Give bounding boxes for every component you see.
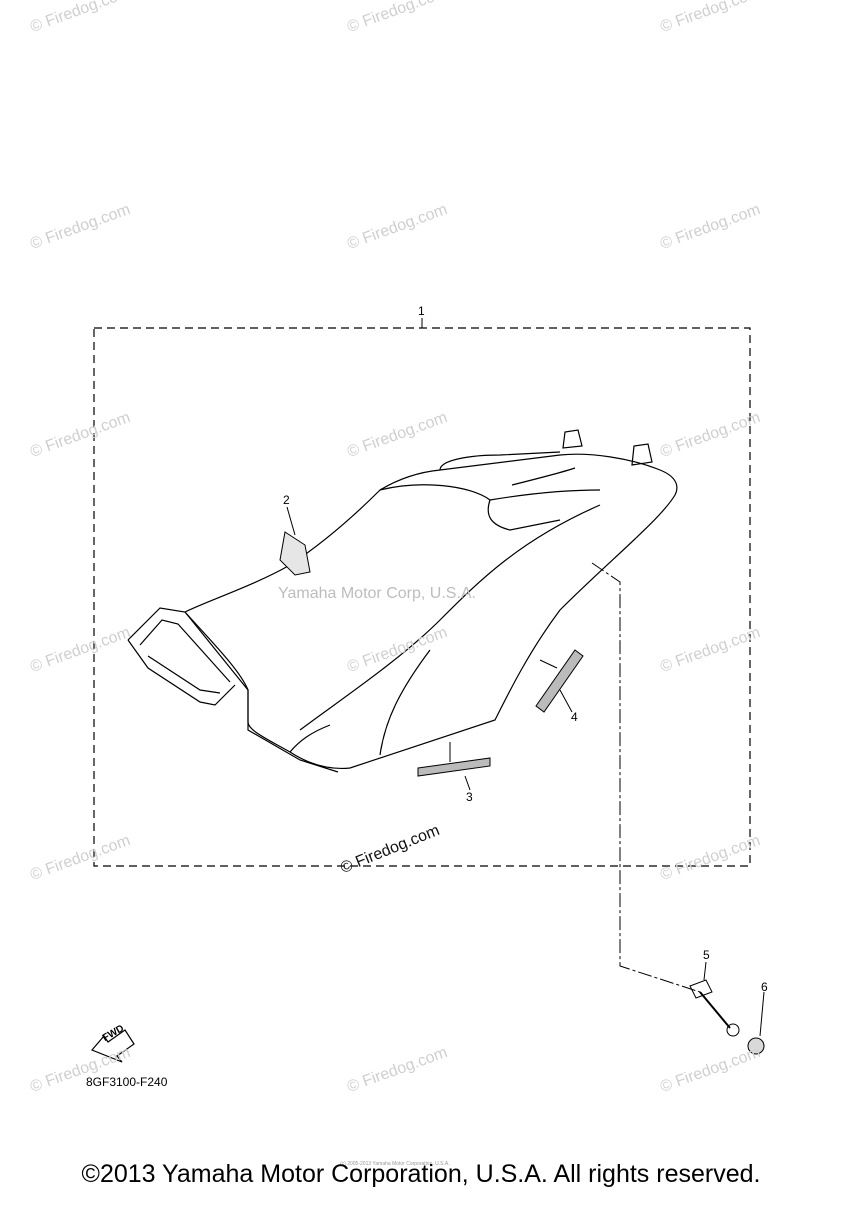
part-3 (417, 742, 491, 791)
callout-4: 4 (571, 710, 578, 724)
part-2 (279, 506, 311, 576)
tiny-copyright: (c) 2005-2013 Yamaha Motor Corporation, … (340, 1161, 450, 1167)
callout-6: 6 (761, 980, 768, 994)
callout-1: 1 (418, 304, 425, 318)
part-5 (591, 562, 740, 1037)
part-4 (535, 649, 584, 713)
callout-3: 3 (466, 790, 473, 804)
copyright-footer: ©2013 Yamaha Motor Corporation, U.S.A. A… (81, 1160, 761, 1188)
callout-2: 2 (283, 493, 290, 507)
seat-assembly (127, 429, 678, 773)
part-6 (747, 991, 765, 1055)
diagram-code: 8GF3100-F240 (86, 1075, 168, 1089)
fwd-arrow-icon (90, 1029, 135, 1063)
center-watermark: Yamaha Motor Corp, U.S.A. (278, 585, 476, 602)
callout-5: 5 (703, 948, 710, 962)
